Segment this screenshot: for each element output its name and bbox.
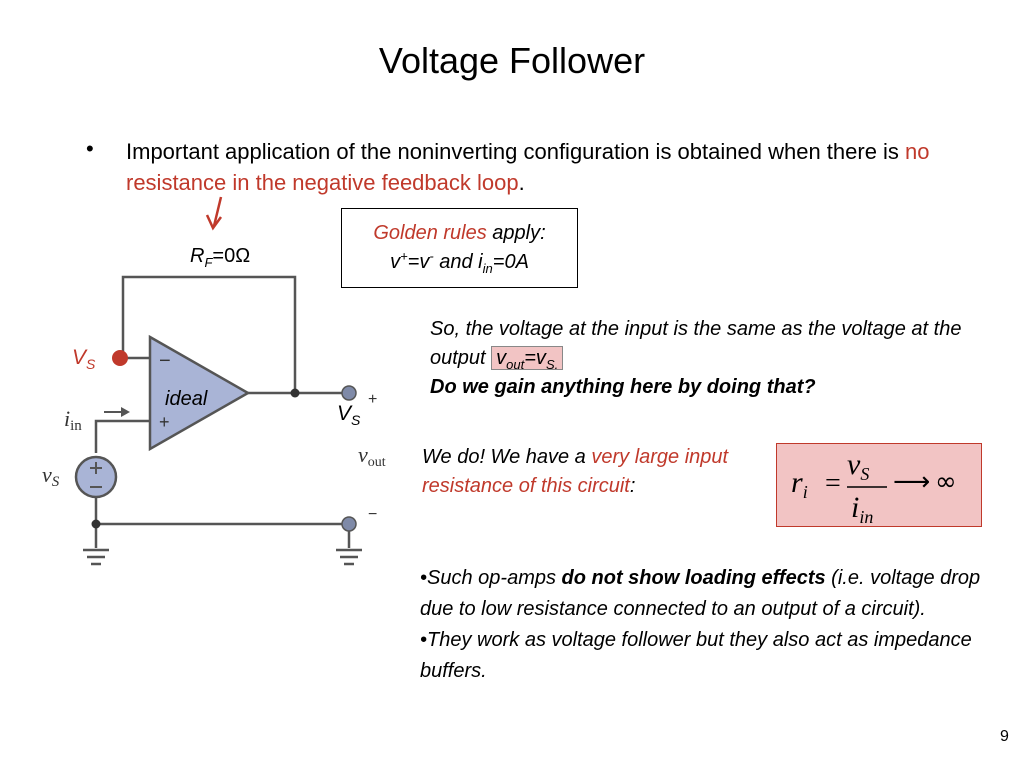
loading-bullet-2-text: They work as voltage follower but they a… (420, 629, 972, 682)
limit-arrow-icon: ⟶ (893, 467, 930, 497)
loading-effects-text: •Such op-amps do not show loading effect… (420, 563, 1000, 687)
we-do-before: We do! We have a (422, 446, 592, 468)
vout-s: S. (545, 357, 559, 372)
voltage-follower-circuit: RF=0Ω VS − + ideal iin vS + − VS vout (42, 196, 386, 566)
opamp-plus-sign: + (159, 412, 170, 432)
golden-eq: =v (407, 251, 430, 273)
vout-equals-vs-box: vout=vS. (491, 346, 564, 372)
we-do-text: We do! We have a very large input resist… (422, 443, 772, 501)
ground-wire (94, 497, 345, 548)
loading-bullet-1-bold: do not show loading effects (561, 567, 826, 589)
vs-right-label: VS (337, 402, 361, 428)
gain-question: Do we gain anything here by doing that? (430, 376, 816, 398)
golden-rules-highlight: Golden rules (373, 222, 487, 244)
bullet-highlight: no resistance in the negative feedback l… (126, 139, 930, 195)
golden-plus: + (400, 248, 408, 264)
same-voltage-text: So, the voltage at the input is the same… (430, 315, 990, 402)
ground-junction (91, 519, 101, 529)
output-junction (290, 388, 300, 398)
output-plus-sign: + (368, 391, 377, 408)
rf-arrowhead-icon (205, 214, 223, 231)
we-do-highlight: very large input resistance of this circ… (422, 446, 729, 497)
iin-arrowhead-icon (121, 407, 130, 417)
loading-bullet-2: •They work as voltage follower but they … (420, 625, 1000, 687)
output-terminal-plus (341, 385, 357, 401)
loading-bullet-1-after: (i.e. voltage drop due to low resistance… (420, 567, 981, 620)
bullet-text: Important application of the noninvertin… (126, 136, 956, 198)
opamp-minus-sign: − (159, 350, 171, 372)
formula-lhs: ri (791, 466, 808, 502)
we-do-after: : (629, 475, 636, 497)
page-number: 9 (1000, 728, 1009, 745)
loading-bullet-1-dot: • (420, 567, 428, 589)
golden-end: =0A (492, 251, 529, 273)
rf-label: RF=0Ω (190, 245, 250, 270)
vout-v: v (496, 347, 507, 369)
ground-icon-left (83, 548, 109, 566)
infinity-symbol: ∞ (935, 467, 957, 497)
golden-rules-line2: v+=v- and iin=0A (342, 248, 577, 277)
feedback-wire (121, 275, 297, 393)
iin-label: iin (64, 406, 82, 434)
golden-rules-box: Golden rules apply: v+=v- and iin=0A (341, 208, 578, 288)
formula-equals: = (825, 468, 841, 499)
golden-v: v (390, 251, 401, 273)
loading-bullet-1-before: Such op-amps (427, 567, 562, 589)
golden-rules-rest: apply: (486, 222, 546, 244)
formula-numerator: vS (847, 448, 869, 484)
bullet-text-before: Important application of the noninvertin… (126, 139, 906, 164)
loading-bullet-1: •Such op-amps do not show loading effect… (420, 563, 1000, 625)
formula-denominator: iin (851, 491, 873, 526)
formula-svg: ri = vS iin ⟶ ∞ (791, 448, 957, 527)
vout-eq: =v (524, 347, 546, 369)
golden-and: and i (433, 251, 483, 273)
slide-title: Voltage Follower (378, 40, 646, 81)
ground-icon-right (336, 548, 362, 566)
golden-rules-line1: Golden rules apply: (342, 219, 577, 248)
golden-minus: - (429, 248, 434, 264)
rf-arrow-icon (212, 196, 223, 227)
output-terminal-minus (341, 516, 357, 532)
output-minus-sign: − (368, 506, 377, 523)
bullet-marker: • (86, 136, 94, 161)
vs-source-label: vS (42, 462, 60, 490)
opamp-triangle (148, 334, 251, 452)
ideal-label: ideal (165, 388, 208, 410)
input-resistance-formula: ri = vS iin ⟶ ∞ (776, 443, 982, 527)
vout-sub: out (506, 357, 525, 372)
source-plus-icon (90, 462, 102, 474)
loading-bullet-2-dot: • (420, 629, 428, 651)
vs-left-label: VS (72, 346, 96, 372)
noninverting-input-wire (94, 419, 150, 453)
golden-in: in (482, 261, 493, 276)
vout-label: vout (358, 442, 386, 470)
same-voltage-line: So, the voltage at the input is the same… (430, 318, 962, 369)
vs-node (112, 350, 128, 366)
bullet-text-after: . (518, 170, 525, 195)
